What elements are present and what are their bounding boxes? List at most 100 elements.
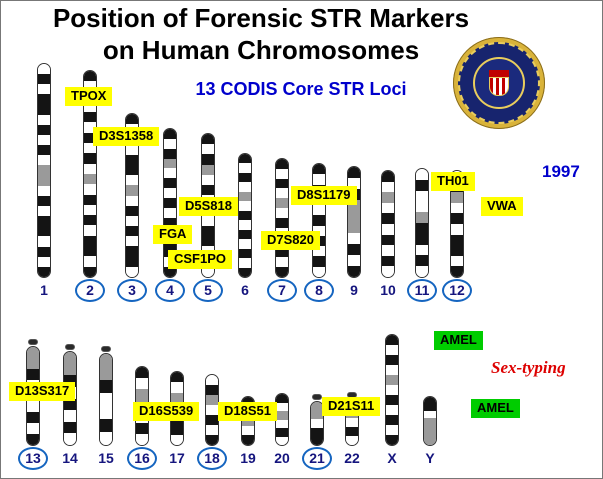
chromosome-band	[202, 215, 214, 226]
codis-circle-7	[267, 279, 297, 302]
chromosome-band	[84, 235, 96, 247]
chromosome-band	[346, 436, 358, 445]
codis-circle-4	[155, 279, 185, 302]
chromosome-band	[313, 164, 325, 175]
chromosome-band	[27, 412, 39, 424]
chromosome-band	[126, 175, 138, 186]
chromosome-band	[84, 225, 96, 236]
chromosome-band	[276, 411, 288, 420]
chromosome-band	[202, 174, 214, 186]
chromosome-band	[451, 255, 463, 267]
chromosome-band	[126, 236, 138, 247]
chromosome-15-ideogram	[99, 353, 113, 446]
chromosome-band	[386, 365, 398, 375]
chromosome-band	[416, 201, 428, 213]
chromosome-band	[313, 174, 325, 185]
chromosome-band	[38, 195, 50, 206]
chromosome-band	[164, 267, 176, 277]
chromosome-band	[27, 368, 39, 380]
chromosome-band	[276, 428, 288, 437]
chromosome-band	[239, 239, 251, 249]
chromosome-band	[164, 138, 176, 149]
chromosome-2-ideogram	[83, 70, 97, 278]
chromosome-band	[424, 424, 436, 432]
marker-label-d16s539: D16S539	[133, 402, 200, 421]
chromosome-band	[126, 195, 138, 206]
chromosome-band	[64, 375, 76, 387]
chromosome-band	[276, 188, 288, 199]
chromosome-band	[206, 405, 218, 415]
chromosome-band	[126, 205, 138, 216]
chromosome-band	[239, 191, 251, 202]
chromosome-band	[416, 222, 428, 234]
chromosome-band	[348, 178, 360, 189]
satellite-knob	[65, 344, 75, 350]
chromosome-band	[276, 159, 288, 169]
chromosome-band	[84, 194, 96, 205]
chromosome-band	[416, 179, 428, 191]
chromosome-band	[386, 355, 398, 365]
chromosome-band	[311, 402, 323, 411]
chromosome-7-ideogram	[275, 158, 289, 278]
chromosome-6-ideogram	[238, 153, 252, 278]
chromosome-band	[84, 143, 96, 154]
chromosome-band	[382, 171, 394, 182]
chromosome-band	[38, 155, 50, 166]
chromosome-band	[38, 246, 50, 257]
chromosome-band	[313, 205, 325, 216]
chromosome-11-ideogram	[415, 168, 429, 278]
chromosome-band	[100, 419, 112, 432]
chromosome-band	[164, 129, 176, 139]
codis-circle-12	[442, 279, 472, 302]
chromosome-band	[313, 266, 325, 277]
codis-circle-5	[193, 279, 223, 302]
chromosome-band	[136, 422, 148, 434]
fbi-seal-shield-icon	[489, 70, 509, 96]
chromosome-band	[276, 394, 288, 403]
chromosome-band	[27, 357, 39, 369]
chromosome-band	[100, 354, 112, 367]
chromosome-band	[424, 403, 436, 411]
chromosome-band	[84, 112, 96, 123]
chromosome-band	[451, 192, 463, 203]
chromosome-band	[202, 185, 214, 196]
chromosome-band	[346, 418, 358, 427]
year-label: 1997	[542, 162, 580, 181]
chromosome-Y-ideogram	[423, 396, 437, 446]
chromosome-number-10: 10	[380, 282, 396, 298]
chromosome-band	[451, 202, 463, 214]
chromosome-band	[416, 255, 428, 267]
chromosome-band	[126, 185, 138, 196]
chromosome-band	[382, 192, 394, 203]
marker-label-csf1po: CSF1PO	[168, 250, 233, 269]
codis-circle-2	[75, 279, 105, 302]
chromosome-band	[348, 255, 360, 266]
chromosome-band	[126, 256, 138, 267]
chromosome-band	[451, 266, 463, 277]
chromosome-band	[171, 424, 183, 435]
chromosome-band	[348, 167, 360, 178]
chromosome-band	[38, 165, 50, 176]
chromosome-band	[202, 236, 214, 247]
chromosome-band	[38, 145, 50, 156]
chromosome-band	[239, 248, 251, 259]
chromosome-band	[126, 226, 138, 237]
marker-label-tpox: TPOX	[65, 87, 113, 106]
chromosome-band	[239, 267, 251, 277]
chromosome-band	[424, 417, 436, 425]
chromosome-band	[276, 436, 288, 445]
chromosome-band	[202, 266, 214, 277]
chromosome-band	[126, 164, 138, 176]
chromosome-band	[202, 225, 214, 237]
chromosome-band	[171, 382, 183, 393]
marker-label-amel: AMEL	[471, 399, 520, 418]
chromosome-band	[64, 352, 76, 364]
fbi-seal-icon	[453, 37, 545, 129]
chromosome-band	[27, 423, 39, 435]
chromosome-number-X: X	[387, 450, 397, 466]
chromosome-band	[100, 367, 112, 380]
chromosome-band	[239, 163, 251, 173]
fbi-seal-inner	[473, 57, 525, 109]
chromosome-band	[313, 246, 325, 257]
chromosome-band	[38, 256, 50, 267]
